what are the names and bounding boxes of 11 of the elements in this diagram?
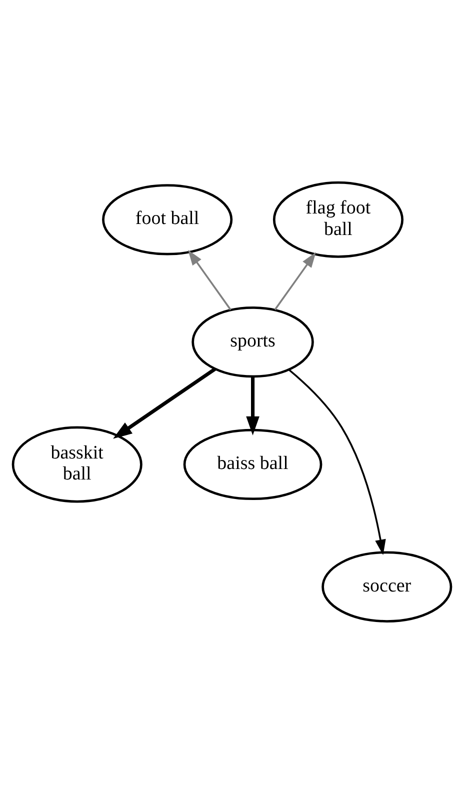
arrow xyxy=(274,252,316,310)
node-ellipse: sports xyxy=(192,306,314,378)
arrow xyxy=(188,249,232,310)
node-ellipse: baiss ball xyxy=(183,428,322,500)
arrow xyxy=(288,368,386,555)
arrow xyxy=(246,376,260,435)
node-ellipse: foot ball xyxy=(102,184,233,255)
node-ellipse: flag foot ball xyxy=(272,180,404,258)
arrow xyxy=(113,367,216,438)
node-ellipse: soccer xyxy=(322,550,452,622)
node-ellipse: basskit ball xyxy=(12,426,142,502)
